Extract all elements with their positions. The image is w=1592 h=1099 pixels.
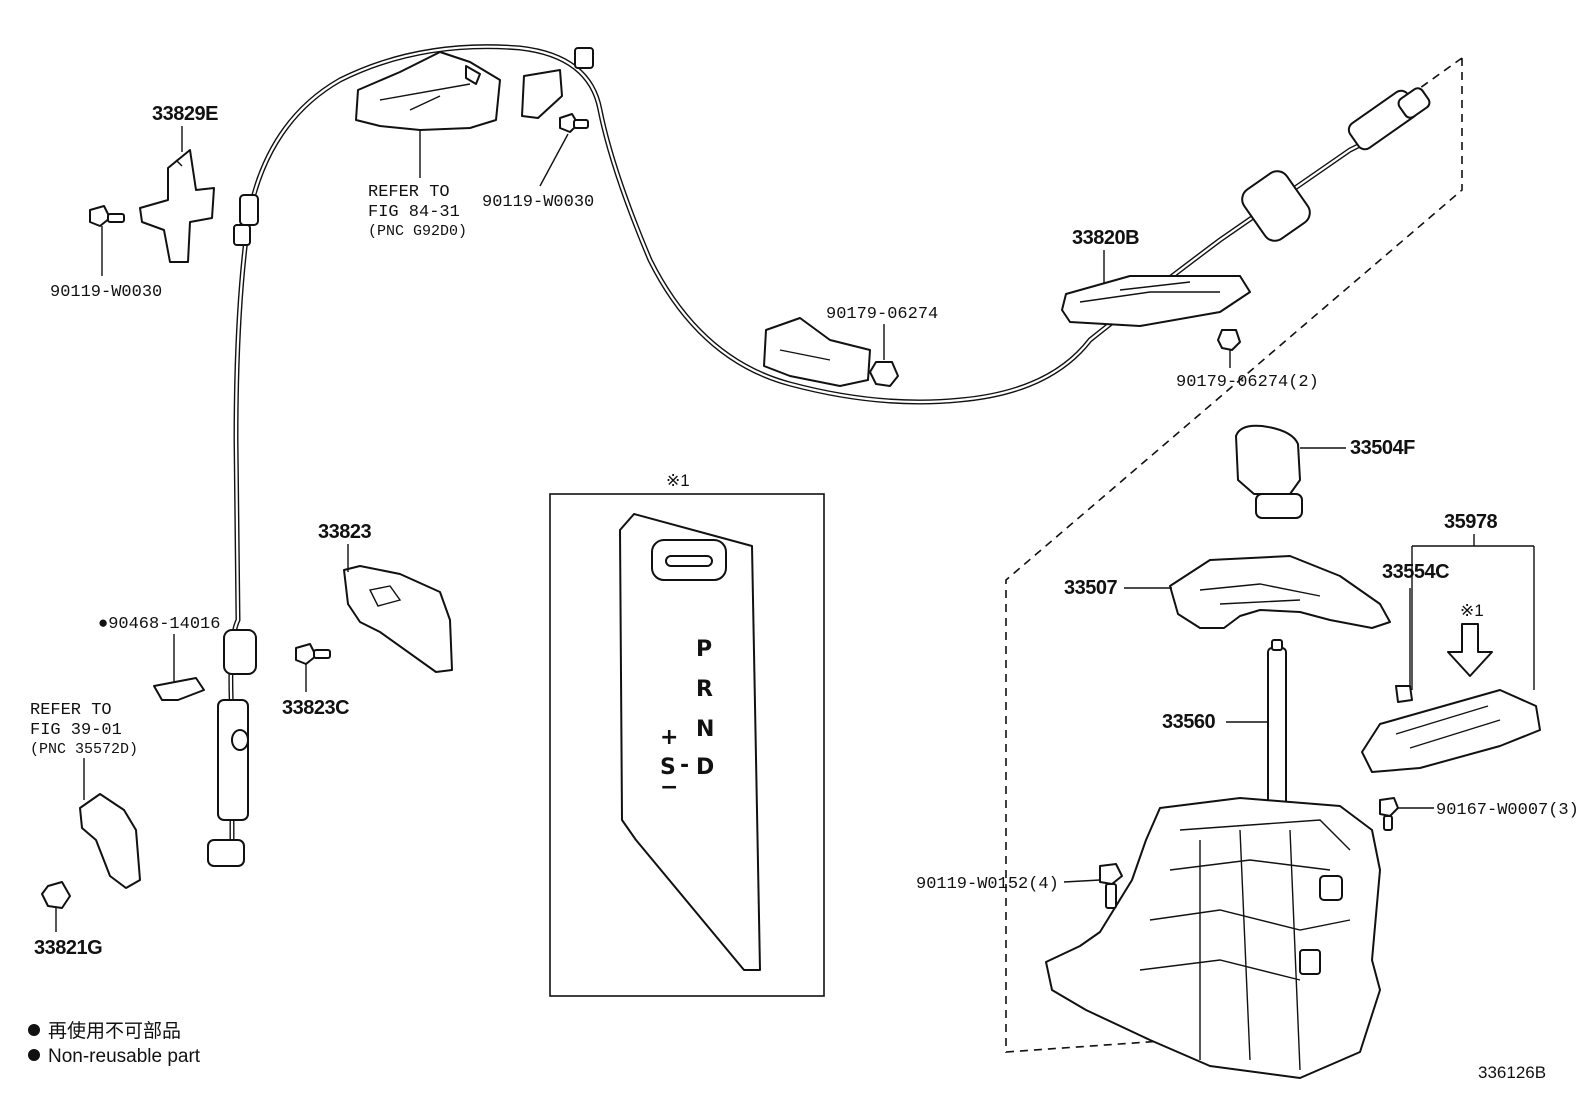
label-33829E: 33829E: [152, 103, 218, 125]
label-33820B: 33820B: [1072, 227, 1139, 249]
gear-r: R: [696, 677, 713, 702]
legend-line2: Non-reusable part: [48, 1046, 201, 1067]
mark-35978: ※1: [1460, 601, 1484, 620]
bolt-33823C: [295, 643, 331, 665]
inset-mark: ※1: [666, 471, 690, 490]
refer2-line1: REFER TO: [30, 701, 112, 720]
nut-33821G: [41, 881, 71, 909]
bolt-90119-W0152: [1099, 863, 1123, 909]
label-35978: 35978: [1444, 511, 1497, 533]
gear-s: S: [660, 755, 676, 780]
gear-plus: +: [660, 725, 678, 750]
nut-90179-06274: [869, 361, 899, 387]
screw-90167-W0007: [1379, 797, 1399, 831]
bracket-33829E: [139, 149, 215, 263]
label-33560: 33560: [1162, 711, 1215, 733]
legend-dot-icon: [28, 1049, 40, 1061]
leader-35978: [1411, 534, 1535, 690]
refer1-line1: REFER TO: [368, 183, 450, 202]
arrow-down-icon: [1447, 623, 1493, 677]
gear-d: D: [696, 755, 714, 780]
upper-cable-bracket: [355, 51, 563, 131]
label-33504F: 33504F: [1350, 437, 1415, 459]
clip-90468-14016: [153, 677, 205, 701]
gear-p: P: [696, 637, 712, 662]
shift-lever-33560: [1267, 639, 1287, 821]
label-90179-06274-2: 90179-06274(2): [1176, 373, 1319, 392]
bolt-90119-W0030-top: [559, 113, 589, 133]
label-33507: 33507: [1064, 577, 1117, 599]
plate-33820B: [1061, 275, 1251, 327]
gear-n: N: [696, 717, 714, 742]
refer1-line2: FIG 84-31: [368, 203, 460, 222]
label-90119-W0152-4: 90119-W0152(4): [916, 875, 1059, 894]
label-90167-W0007-3: 90167-W0007(3): [1436, 801, 1579, 820]
label-33823: 33823: [318, 521, 371, 543]
label-90119-W0030-top: 90119-W0030: [482, 193, 594, 212]
shift-indicator-plate: [619, 513, 761, 971]
leader: [539, 133, 569, 187]
indicator-housing: [1361, 689, 1541, 773]
shift-lever-base: [1045, 797, 1381, 1079]
leader: [1063, 879, 1101, 883]
shift-knob-33504F: [1235, 424, 1303, 519]
nut-90179-06274-2: [1217, 329, 1241, 351]
bracket-39-01: [79, 793, 141, 889]
clip-33554C: [1395, 685, 1413, 703]
legend-line1: 再使用不可部品: [48, 1020, 181, 1042]
label-33823C: 33823C: [282, 697, 349, 719]
bracket-33823: [343, 565, 453, 673]
label-90468-14016: ●90468-14016: [98, 615, 220, 634]
bolt-90119-W0030-left: [89, 205, 125, 227]
gear-minus: −: [660, 775, 678, 800]
label-33554C: 33554C: [1382, 561, 1449, 583]
assembly-boundary: [1005, 57, 1463, 1053]
refer2-line3: (PNC 35572D): [30, 741, 138, 758]
refer2-line2: FIG 39-01: [30, 721, 122, 740]
refer1-line3: (PNC G92D0): [368, 223, 467, 240]
label-90179-06274: 90179-06274: [826, 305, 938, 324]
housing-cover-33507: [1169, 555, 1391, 629]
legend-dot-icon: [28, 1024, 40, 1036]
label-90119-W0030-left: 90119-W0030: [50, 283, 162, 302]
figure-id: 336126B: [1478, 1063, 1546, 1082]
cable-clamp: [763, 317, 871, 387]
gear-dash: -: [680, 753, 689, 778]
label-33821G: 33821G: [34, 937, 102, 959]
transmission-control-cable: [207, 44, 1431, 867]
